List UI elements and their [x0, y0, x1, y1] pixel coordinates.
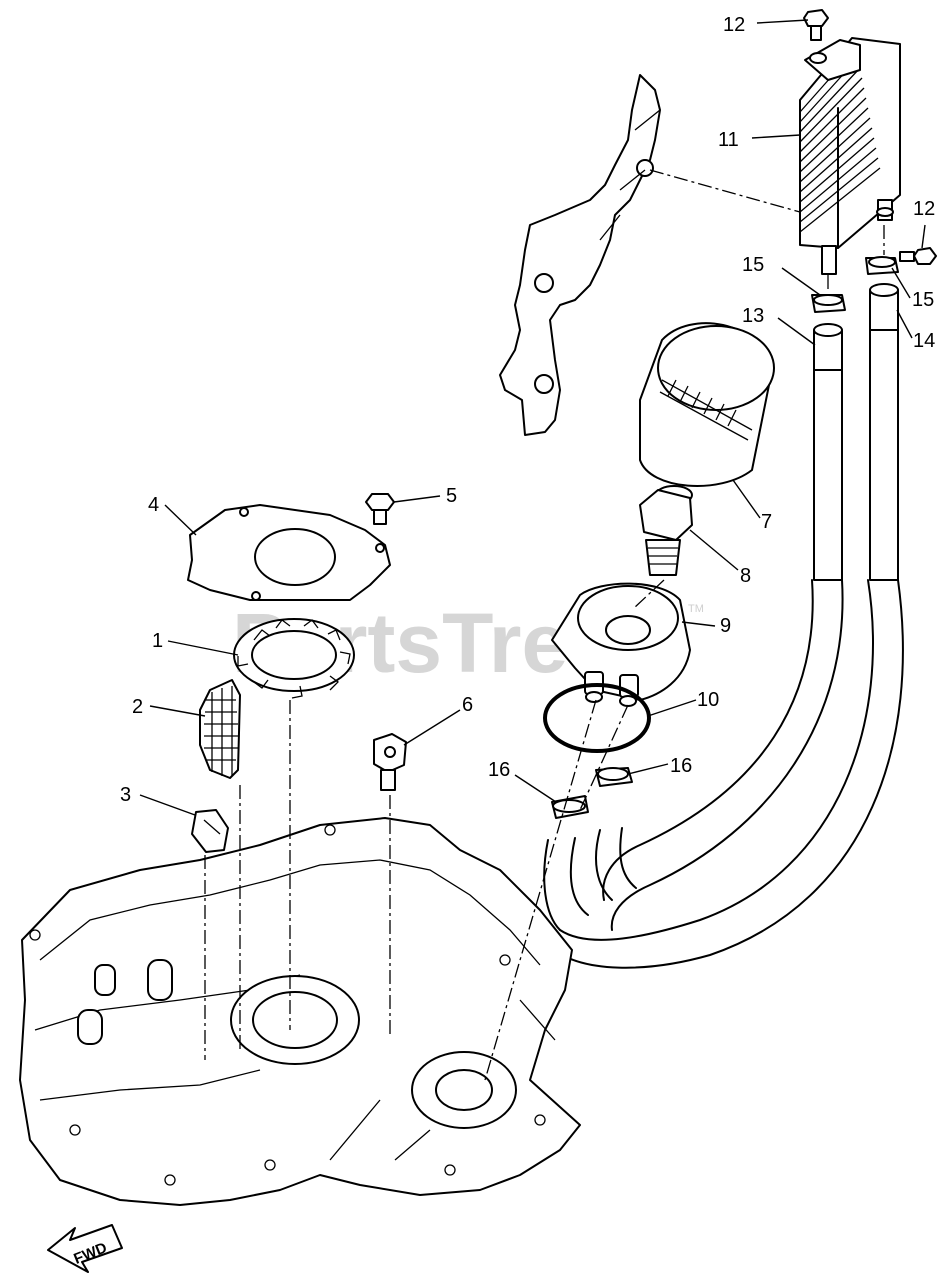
callout-7: 7	[761, 511, 772, 533]
hose-clamp-16-left	[551, 795, 589, 819]
callout-3: 3	[120, 784, 131, 806]
watermark-tm: TM	[688, 603, 704, 615]
callout-15-right: 15	[912, 289, 934, 311]
callouts: 12 11 12 15 15 13 14 7 8 9 10 16 16 4 5 …	[120, 14, 935, 806]
callout-5: 5	[446, 485, 457, 507]
callout-16-left: 16	[488, 759, 510, 781]
damper-pad	[191, 809, 229, 853]
oil-filter	[639, 322, 775, 487]
hose-clamp-15-left	[811, 294, 846, 313]
bolt-12-right	[899, 247, 937, 265]
oil-cooler	[799, 37, 901, 275]
fwd-arrow: FWD	[47, 1224, 123, 1273]
leader-lines	[139, 19, 926, 816]
callout-6: 6	[462, 694, 473, 716]
callout-11: 11	[718, 129, 739, 151]
crankcase	[19, 817, 581, 1206]
callout-1: 1	[152, 630, 163, 652]
oil-hose-13	[813, 323, 843, 581]
callout-15-left: 15	[742, 254, 764, 276]
oil-pressure-switch	[373, 733, 407, 791]
callout-8: 8	[740, 565, 751, 587]
frame-cover	[499, 74, 661, 436]
bolt-12-top	[803, 9, 829, 41]
hose-loop	[602, 579, 844, 931]
o-ring	[543, 683, 651, 753]
hose-clamp-16-right	[595, 767, 633, 787]
union-bolt	[639, 485, 693, 576]
bolt-5	[365, 493, 395, 525]
oil-pump-rotor	[233, 618, 355, 699]
callout-10: 10	[697, 689, 719, 711]
callout-16-right: 16	[670, 755, 692, 777]
callout-13: 13	[742, 305, 764, 327]
callout-9: 9	[720, 615, 731, 637]
callout-2: 2	[132, 696, 143, 718]
hose-loop-2	[547, 579, 904, 969]
oil-hose-14	[869, 283, 899, 581]
callout-12-right: 12	[913, 198, 935, 220]
oil-pump-plate	[187, 504, 391, 601]
oil-filter-housing	[551, 582, 691, 707]
oil-strainer	[199, 679, 241, 779]
hose-clamp-15-right	[865, 256, 899, 275]
callout-14: 14	[913, 330, 935, 352]
assembly-lines	[204, 169, 885, 1081]
callout-4: 4	[148, 494, 159, 516]
callout-12-top: 12	[723, 14, 745, 36]
